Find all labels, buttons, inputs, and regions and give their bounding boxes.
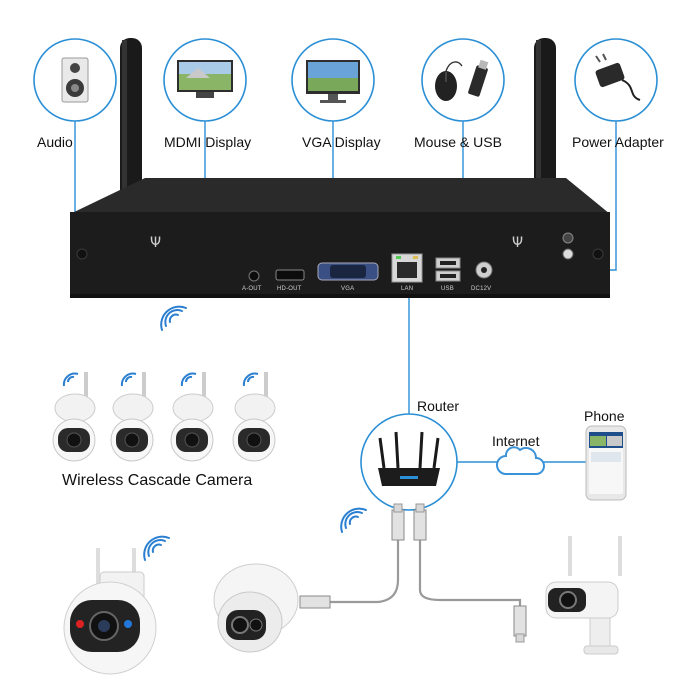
vga-display-circle — [291, 38, 375, 122]
ethernet-connector — [299, 503, 527, 643]
power-adapter-label: Power Adapter — [572, 134, 664, 150]
phone-label: Phone — [584, 408, 625, 424]
dc12v-port — [475, 261, 493, 279]
vga-port-label: VGA — [341, 286, 355, 292]
usb-drive-icon — [468, 59, 489, 97]
ethernet-cables — [330, 538, 522, 608]
audio-label: Audio — [37, 134, 73, 150]
camera-icon — [52, 372, 96, 462]
hd-out-port-label: HD-OUT — [277, 286, 302, 292]
lan-port — [391, 253, 423, 283]
monitor-icon — [306, 60, 360, 103]
router-circle — [360, 413, 458, 511]
svg-text:Ψ: Ψ — [512, 235, 523, 251]
camera-icon — [170, 372, 214, 462]
hdmi-display-label: MDMI Display — [164, 134, 252, 150]
camera-icon — [63, 548, 157, 675]
monitor-icon — [177, 60, 233, 98]
nvr-recorder: Ψ Ψ — [70, 178, 610, 298]
vga-display-label: VGA Display — [302, 134, 381, 150]
dc12v-port-label: DC12V — [471, 286, 492, 292]
svg-text:Ψ: Ψ — [150, 235, 161, 251]
camera-icon — [110, 372, 154, 462]
phone-icon — [585, 425, 627, 501]
usb-port-label: USB — [441, 286, 454, 292]
speaker-icon — [61, 57, 89, 103]
a-out-port — [248, 270, 260, 282]
hdmi-display-circle — [163, 38, 247, 122]
a-out-port-label: A-OUT — [242, 286, 262, 292]
mouse-usb-circle — [421, 38, 505, 122]
power-adapter-circle — [574, 38, 658, 122]
router-label: Router — [417, 398, 460, 414]
mouse-usb-label: Mouse & USB — [414, 134, 502, 150]
power-adapter-icon — [595, 53, 641, 101]
wifi-icon — [340, 507, 367, 533]
camera-icon — [545, 536, 622, 655]
internet-label: Internet — [492, 433, 540, 449]
lan-port-label: LAN — [401, 286, 414, 292]
audio-circle — [33, 38, 117, 122]
vga-port — [317, 262, 379, 281]
cloud-icon — [496, 446, 545, 475]
cascade-camera-label: Wireless Cascade Camera — [62, 472, 253, 489]
hd-out-port — [275, 269, 305, 281]
wifi-icon — [143, 535, 170, 561]
usb-ports — [435, 257, 461, 282]
mouse-icon — [435, 61, 463, 101]
cascade-camera-group — [52, 372, 276, 462]
wifi-icon — [160, 305, 187, 331]
router-icon — [378, 431, 440, 486]
camera-icon — [213, 563, 299, 653]
camera-icon — [232, 372, 276, 462]
